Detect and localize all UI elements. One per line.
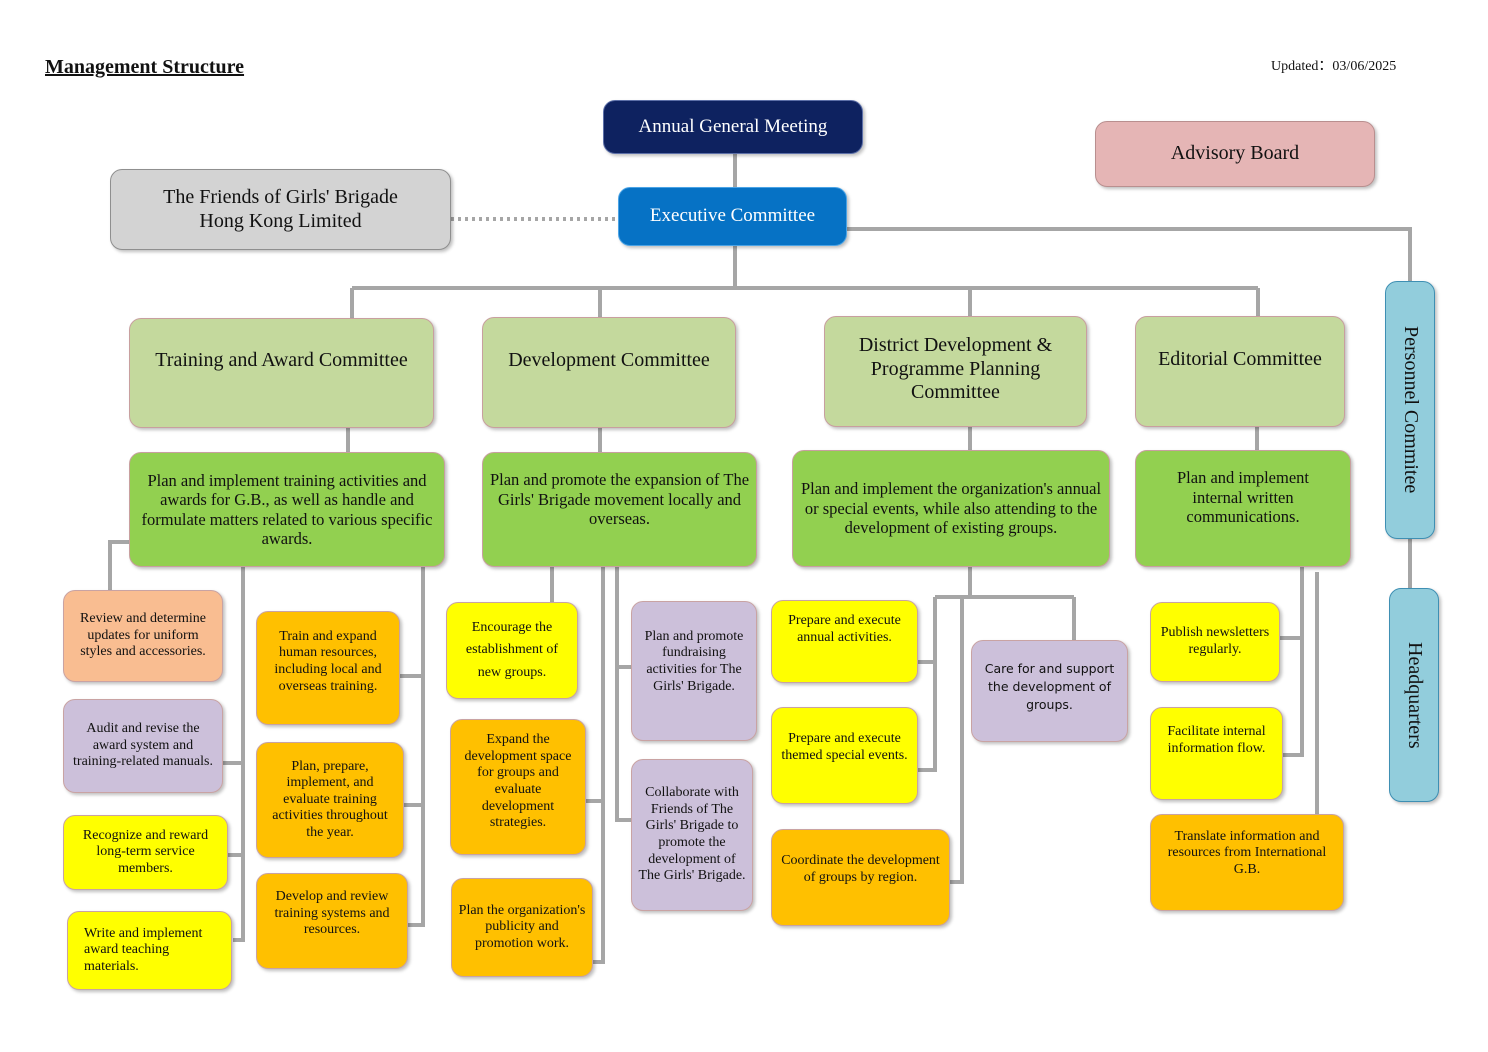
editorial-purpose-box: Plan and implement internal written comm… <box>1135 450 1351 567</box>
task-text: Collaborate with Friends of The Girls' B… <box>638 785 746 884</box>
task-text: Plan, prepare, implement, and evaluate t… <box>272 758 388 840</box>
task-box: Review and determine updates for uniform… <box>63 590 223 682</box>
task-text: Translate information and resources from… <box>1167 828 1327 877</box>
connector-line <box>1283 567 1304 757</box>
annual-general-meeting-label: Annual General Meeting <box>638 115 828 137</box>
task-text: Train and expand human resources, includ… <box>274 628 382 694</box>
task-box: Plan the organization's publicity and pr… <box>451 878 593 977</box>
task-text: Plan the organization's publicity and pr… <box>458 902 586 951</box>
connector-line <box>918 597 937 772</box>
task-text: Facilitate internal information flow. <box>1167 723 1266 756</box>
task-box: Train and expand human resources, includ… <box>256 611 400 725</box>
task-text: Recognize and reward long-term service m… <box>82 827 209 876</box>
task-text: Encourage the establishment of new group… <box>465 619 559 680</box>
task-text: Coordinate the development of groups by … <box>781 852 940 885</box>
task-box: Collaborate with Friends of The Girls' B… <box>631 759 753 911</box>
executive-committee-box: Executive Committee <box>618 187 847 246</box>
development-committee-box: Development Committee <box>482 317 736 428</box>
task-text: Prepare and execute themed special event… <box>781 730 908 763</box>
development-purpose-box: Plan and promote the expansion of The Gi… <box>482 452 757 567</box>
district-development-committee-box: District Development & Programme Plannin… <box>824 316 1087 427</box>
editorial-committee-box: Editorial Committee <box>1135 316 1345 427</box>
committee-label: District Development & Programme Plannin… <box>858 334 1053 404</box>
connector-line <box>108 540 130 590</box>
task-box: Translate information and resources from… <box>1150 814 1344 911</box>
task-box: Publish newsletters regularly. <box>1150 602 1280 682</box>
connector-line <box>233 567 245 942</box>
task-text: Audit and revise the award system and tr… <box>73 721 213 770</box>
personnel-committee-box: Personnel Commitee <box>1385 281 1435 539</box>
task-text: Publish newsletters regularly. <box>1160 625 1270 657</box>
personnel-committee-label: Personnel Commitee <box>1399 326 1422 494</box>
committee-label: Training and Award Committee <box>155 349 408 372</box>
connector-line <box>950 597 964 884</box>
annual-general-meeting-box: Annual General Meeting <box>603 100 863 154</box>
task-box: Expand the development space for groups … <box>450 719 586 855</box>
training-purpose-box: Plan and implement training activities a… <box>129 452 445 567</box>
task-box: Prepare and execute annual activities. <box>771 600 918 683</box>
training-award-committee-box: Training and Award Committee <box>129 318 434 428</box>
committee-label: Editorial Committee <box>1158 347 1322 370</box>
connector-line <box>615 567 631 822</box>
friends-of-girls-brigade-box: The Friends of Girls' Brigade Hong Kong … <box>110 169 451 250</box>
task-box: Write and implement award teaching mater… <box>67 911 232 990</box>
executive-committee-label: Executive Committee <box>649 205 816 227</box>
task-text: Prepare and execute annual activities. <box>788 612 901 645</box>
purpose-text: Plan and promote the expansion of The Gi… <box>489 470 750 529</box>
advisory-board-box: Advisory Board <box>1095 121 1375 187</box>
district-purpose-box: Plan and implement the organization's an… <box>792 450 1110 567</box>
task-text: Plan and promote fundraising activities … <box>644 628 744 694</box>
advisory-board-label: Advisory Board <box>1170 142 1300 165</box>
connector-line <box>846 227 1412 281</box>
headquarters-box: Headquarters <box>1389 588 1439 802</box>
task-text: Write and implement award teaching mater… <box>84 925 203 974</box>
task-text: Review and determine updates for uniform… <box>80 611 206 660</box>
task-box: Plan and promote fundraising activities … <box>631 601 757 741</box>
task-box: Develop and review training systems and … <box>256 873 408 969</box>
task-box: Audit and revise the award system and tr… <box>63 699 223 793</box>
purpose-text: Plan and implement the organization's an… <box>800 479 1102 538</box>
task-box: Plan, prepare, implement, and evaluate t… <box>256 742 404 858</box>
purpose-text: Plan and implement training activities a… <box>141 470 433 548</box>
headquarters-label: Headquarters <box>1403 641 1426 749</box>
friends-of-girls-brigade-label: The Friends of Girls' Brigade Hong Kong … <box>163 185 398 232</box>
task-box: Care for and support the development of … <box>971 640 1128 742</box>
connector-line <box>408 567 425 927</box>
task-box: Coordinate the development of groups by … <box>771 829 950 926</box>
purpose-text: Plan and implement internal written comm… <box>1177 468 1309 527</box>
task-box: Encourage the establishment of new group… <box>446 602 578 699</box>
updated-date: Updated：03/06/2025 <box>1271 59 1397 74</box>
connector-line <box>593 567 605 964</box>
task-box: Recognize and reward long-term service m… <box>63 815 228 890</box>
task-text: Expand the development space for groups … <box>464 732 572 831</box>
task-box: Prepare and execute themed special event… <box>771 707 918 804</box>
page-title: Management Structure <box>45 56 245 78</box>
task-text: Care for and support the development of … <box>984 660 1115 713</box>
committee-label: Development Committee <box>508 348 710 371</box>
task-box: Facilitate internal information flow. <box>1150 707 1283 800</box>
task-text: Develop and review training systems and … <box>274 889 390 938</box>
